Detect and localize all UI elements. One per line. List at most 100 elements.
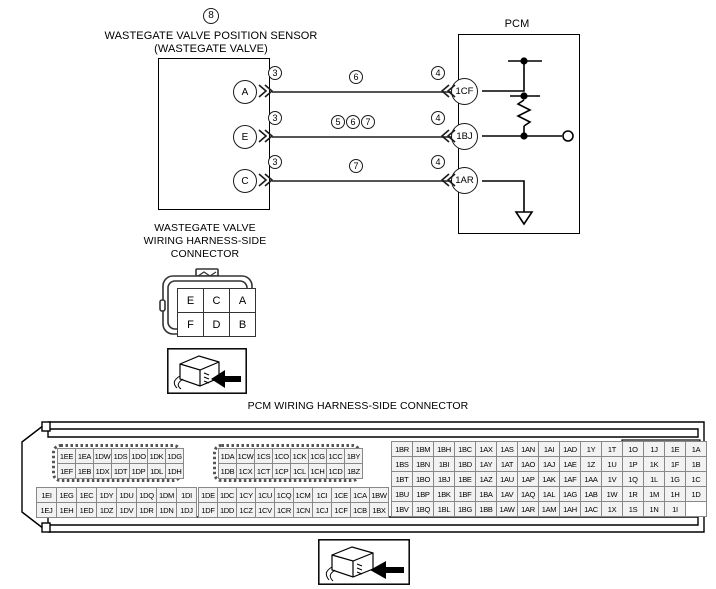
pin-cell-1BS: 1BS <box>391 456 413 472</box>
sensor-ref-row1: 3 <box>268 66 282 80</box>
pin-cell-1DX: 1DX <box>93 463 112 479</box>
pin-cell-1BX: 1BX <box>369 502 389 518</box>
sensor-pin-C: C <box>233 169 257 193</box>
pcm-body-box <box>458 34 580 234</box>
pin-cell-1DG: 1DG <box>165 448 184 464</box>
pin-cell-1BJ: 1BJ <box>433 471 455 487</box>
pin-cell-1AW: 1AW <box>496 501 518 517</box>
wg-cell-F: F <box>177 312 204 337</box>
pin-cell-1BQ: 1BQ <box>412 501 434 517</box>
pin-cell-1CZ: 1CZ <box>236 502 256 518</box>
pin-cell-1CG: 1CG <box>308 448 327 464</box>
pin-cell-1BN: 1BN <box>412 456 434 472</box>
pin-cell-1AO: 1AO <box>517 456 539 472</box>
pcm-connector-illustration <box>318 539 410 585</box>
pin-cell-1DV: 1DV <box>116 502 137 518</box>
pin-cell-1EE: 1EE <box>57 448 76 464</box>
pin-cell-1T: 1T <box>601 441 623 457</box>
pin-cell-1P: 1P <box>622 456 644 472</box>
pin-cell-1CX: 1CX <box>236 463 255 479</box>
pin-cell-1AA: 1AA <box>580 471 602 487</box>
wire-row3 <box>272 180 458 182</box>
pin-cell-1U: 1U <box>601 456 623 472</box>
pin-cell-1DQ: 1DQ <box>136 487 157 503</box>
pcm-connector-chevrons <box>440 84 456 187</box>
pin-cell-1CN: 1CN <box>293 502 313 518</box>
pin-cell-1BH: 1BH <box>433 441 455 457</box>
pin-cell-1K: 1K <box>643 456 665 472</box>
sensor-title-line1: WASTEGATE VALVE POSITION SENSOR <box>104 30 318 42</box>
pin-cell-1AK: 1AK <box>538 471 560 487</box>
pin-cell-1AY: 1AY <box>475 456 497 472</box>
pin-cell-1Y: 1Y <box>580 441 602 457</box>
pin-cell-1DK: 1DK <box>147 448 166 464</box>
pin-cell-1AD: 1AD <box>559 441 581 457</box>
wastegate-connector-title-line1: WASTEGATE VALVE <box>154 222 256 234</box>
pcm-ref-row3: 4 <box>431 155 445 169</box>
pin-cell-1DS: 1DS <box>111 448 130 464</box>
sensor-connector-chevrons <box>258 84 274 187</box>
pin-cell-1EH: 1EH <box>56 502 77 518</box>
sensor-ref-row2: 3 <box>268 111 282 125</box>
pin-cell-1AN: 1AN <box>517 441 539 457</box>
pin-cell-1AZ: 1AZ <box>475 471 497 487</box>
pin-cell-1CY: 1CY <box>236 487 256 503</box>
pin-cell-1S: 1S <box>622 501 644 517</box>
wire-ref-row3-1: 7 <box>349 159 363 173</box>
pin-cell-1DT: 1DT <box>111 463 130 479</box>
pin-cell-1BB: 1BB <box>475 501 497 517</box>
pin-cell-1CC: 1CC <box>326 448 345 464</box>
pin-cell-1CQ: 1CQ <box>274 487 294 503</box>
pin-cell-1BG: 1BG <box>454 501 476 517</box>
pin-cell-1EG: 1EG <box>56 487 77 503</box>
sensor-pin-A: A <box>233 80 257 104</box>
pin-cell-1CM: 1CM <box>293 487 313 503</box>
pin-cell-1DM: 1DM <box>156 487 177 503</box>
pin-cell-1BF: 1BF <box>454 486 476 502</box>
sensor-title-line2: (WASTEGATE VALVE) <box>154 43 268 55</box>
pcm-pin-1CF: 1CF <box>451 78 478 105</box>
pin-cell-1DN: 1DN <box>156 502 177 518</box>
pin-cell-1AT: 1AT <box>496 456 518 472</box>
pin-cell-1AI: 1AI <box>538 441 560 457</box>
sensor-ref-row3: 3 <box>268 155 282 169</box>
pin-cell-1AP: 1AP <box>517 471 539 487</box>
pin-cell-1AG: 1AG <box>559 486 581 502</box>
pin-cell-1CT: 1CT <box>254 463 273 479</box>
pin-cell-1O: 1O <box>622 441 644 457</box>
pcm-connector-title: PCM WIRING HARNESS-SIDE CONNECTOR <box>247 400 469 412</box>
pin-cell-1BU: 1BU <box>391 486 413 502</box>
pin-cell-1DC: 1DC <box>217 487 237 503</box>
pin-cell-1CH: 1CH <box>308 463 327 479</box>
pin-cell-1CU: 1CU <box>255 487 275 503</box>
pin-cell-1DB: 1DB <box>218 463 237 479</box>
pin-cell-1EJ: 1EJ <box>36 502 57 518</box>
pin-cell-1A: 1A <box>685 441 707 457</box>
pin-cell-1CP: 1CP <box>272 463 291 479</box>
pin-cell-1BZ: 1BZ <box>344 463 363 479</box>
wastegate-connector-title-line3: CONNECTOR <box>170 248 240 260</box>
pin-cell-1DP: 1DP <box>129 463 148 479</box>
pin-cell-1BW: 1BW <box>369 487 389 503</box>
pin-cell-1DA: 1DA <box>218 448 237 464</box>
pin-cell-1AE: 1AE <box>559 456 581 472</box>
pin-cell-1AS: 1AS <box>496 441 518 457</box>
pin-cell-1CF: 1CF <box>331 502 351 518</box>
pin-cell-1DJ: 1DJ <box>176 502 197 518</box>
pin-cell-1BE: 1BE <box>454 471 476 487</box>
wg-cell-C: C <box>203 288 230 313</box>
pin-cell-1BT: 1BT <box>391 471 413 487</box>
pin-cell-1Z: 1Z <box>580 456 602 472</box>
